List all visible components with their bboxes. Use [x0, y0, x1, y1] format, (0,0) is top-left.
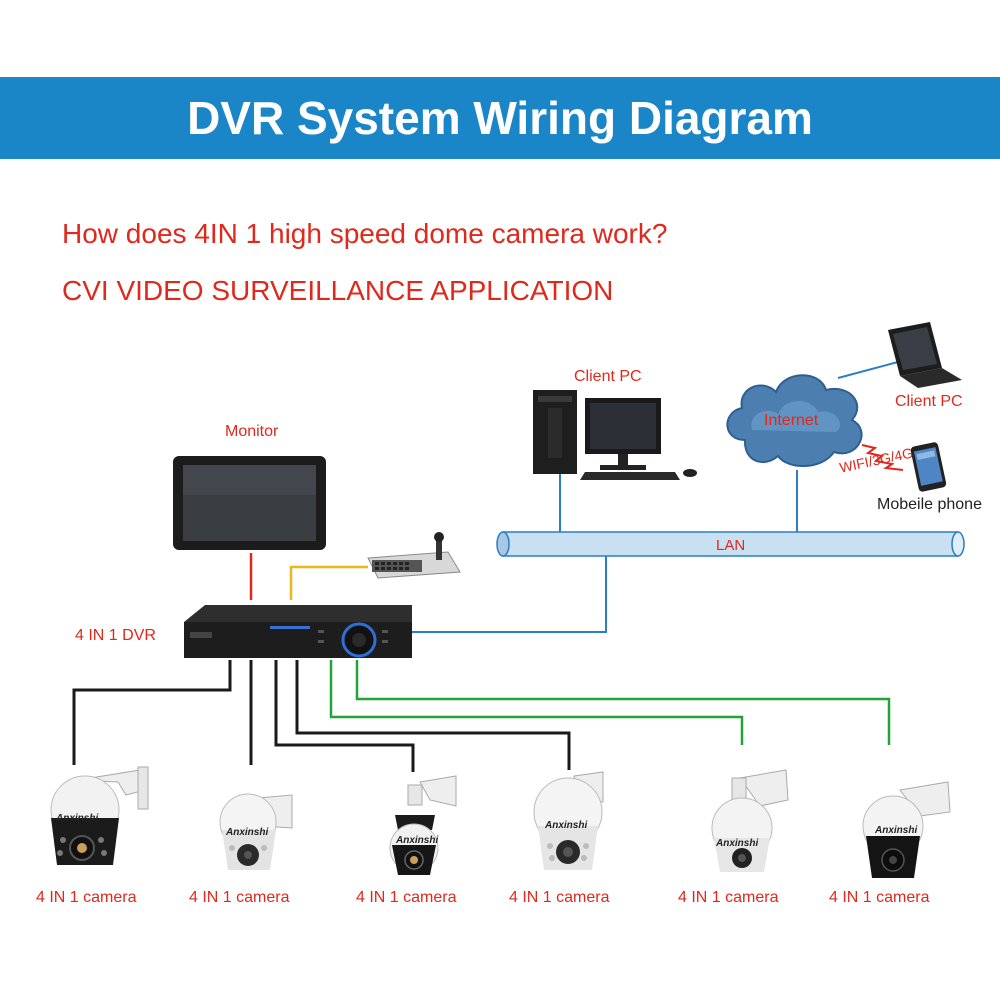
dome-camera-icon — [862, 781, 951, 878]
camera-wire-1 — [72, 660, 232, 765]
keyboard-controller-icon — [367, 532, 461, 579]
smartphone-icon — [910, 442, 947, 492]
camera-wire-6 — [355, 660, 891, 745]
monitor-icon — [173, 456, 326, 550]
application-subtitle: CVI VIDEO SURVEILLANCE APPLICATION — [62, 275, 614, 306]
camera-label-1: 4 IN 1 camera — [36, 889, 137, 906]
cloud-icon — [726, 374, 863, 468]
camera-label-2: 4 IN 1 camera — [189, 889, 290, 906]
page-title: DVR System Wiring Diagram — [187, 92, 813, 144]
dome-camera-icon — [389, 775, 457, 875]
internet-laptop-wire — [837, 361, 899, 379]
header-banner: DVR System Wiring Diagram — [0, 77, 1000, 159]
camera-wire-5 — [329, 660, 744, 745]
client-pc-laptop-label: Client PC — [895, 393, 963, 410]
desktop-pc-icon — [533, 390, 697, 480]
dvr-icon — [184, 605, 412, 658]
camera-label-6: 4 IN 1 camera — [829, 889, 930, 906]
camera-brand-5: Anxinshi — [715, 838, 758, 849]
dvr-label: 4 IN 1 DVR — [75, 627, 156, 644]
lan-pipe — [496, 531, 965, 557]
camera-brand-1: Anxinshi — [55, 813, 98, 824]
camera-brand-6: Anxinshi — [874, 825, 917, 836]
camera-label-4: 4 IN 1 camera — [509, 889, 610, 906]
camera-wire-4 — [295, 660, 571, 770]
camera-label-5: 4 IN 1 camera — [678, 889, 779, 906]
laptop-icon — [888, 322, 962, 388]
question-subtitle: How does 4IN 1 high speed dome camera wo… — [62, 218, 668, 249]
mobile-phone-label: Mobeile phone — [877, 496, 982, 513]
client-pc-desktop-label: Client PC — [574, 368, 642, 385]
internet-label: Internet — [764, 412, 819, 429]
wireless-signal-icon — [861, 444, 904, 471]
dvr-lan-wire — [412, 553, 607, 633]
controller-dvr-wire — [289, 565, 368, 600]
camera-label-3: 4 IN 1 camera — [356, 889, 457, 906]
camera-wire-3 — [274, 660, 415, 772]
camera-brand-4: Anxinshi — [544, 820, 587, 831]
dome-camera-icon — [533, 771, 604, 870]
dome-camera-icon — [50, 766, 149, 865]
dome-camera-icon — [711, 769, 789, 872]
camera-brand-3: Anxinshi — [395, 835, 438, 846]
camera-brand-2: Anxinshi — [225, 827, 268, 838]
dome-camera-icon — [219, 793, 293, 870]
lan-label: LAN — [716, 537, 746, 554]
monitor-label: Monitor — [225, 423, 279, 440]
